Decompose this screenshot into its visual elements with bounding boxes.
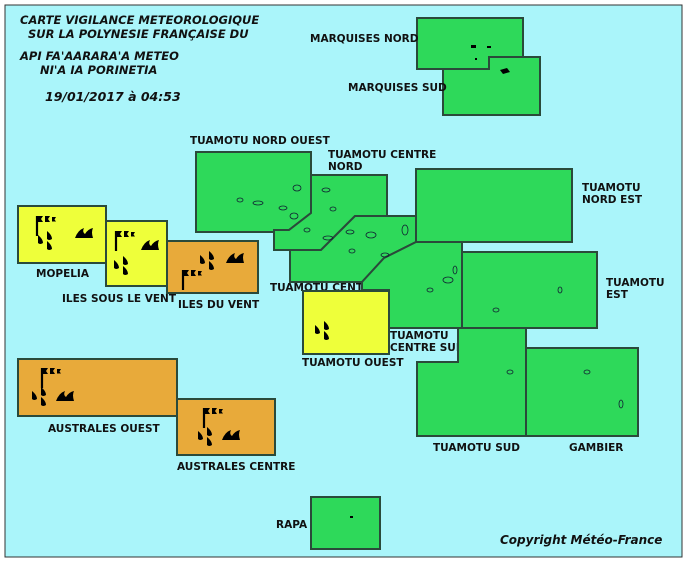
copyright-text: Copyright Météo-France [500, 533, 662, 547]
title-line-1: CARTE VIGILANCE METEOROLOGIQUE [20, 13, 259, 27]
label-iles-du-vent: ILES DU VENT [178, 299, 260, 311]
title-line-4: NI'A IA PORINETIA [40, 63, 157, 77]
label-tuamotu-est-2: EST [606, 289, 629, 301]
zone-tuamotu-est[interactable]: TUAMOTU EST [461, 251, 665, 329]
label-tuamotu-est-1: TUAMOTU [606, 277, 665, 289]
zone-australes-ouest[interactable]: AUSTRALES OUEST [17, 358, 178, 435]
zone-rapa[interactable]: RAPA [276, 496, 381, 550]
label-tuamotu-nord-est-2: NORD EST [582, 194, 643, 206]
label-mopelia: MOPELIA [36, 268, 90, 280]
zone-tuamotu-centre-nord[interactable]: TUAMOTU CENTRE NORD [273, 149, 436, 251]
title-line-3: API FA'AARARA'A METEO [19, 49, 179, 63]
zone-tuamotu-nord-ouest[interactable]: TUAMOTU NORD OUEST [190, 135, 331, 233]
label-gambier: GAMBIER [569, 442, 623, 454]
label-australes-ouest: AUSTRALES OUEST [48, 423, 161, 435]
label-tuamotu-centre-nord-2: NORD [328, 161, 363, 173]
map-header: CARTE VIGILANCE METEOROLOGIQUE SUR LA PO… [19, 13, 259, 104]
label-tuamotu-ouest: TUAMOTU OUEST [302, 357, 404, 369]
zone-gambier[interactable]: GAMBIER [525, 347, 639, 454]
label-rapa: RAPA [276, 519, 308, 531]
label-iles-sous-le-vent: ILES SOUS LE VENT [62, 293, 177, 305]
bulletin-date: 19/01/2017 à 04:53 [45, 89, 181, 104]
label-tuamotu-centre-sud-1: TUAMOTU [390, 330, 449, 342]
marquises-islands [471, 45, 510, 74]
label-marquises-nord: MARQUISES NORD [310, 33, 419, 45]
label-tuamotu-centre-nord-1: TUAMOTU CENTRE [328, 149, 436, 161]
zone-tuamotu-sud[interactable]: TUAMOTU SUD [416, 327, 527, 454]
label-tuamotu-nord-ouest: TUAMOTU NORD OUEST [190, 135, 331, 147]
label-tuamotu-centre-sud-2: CENTRE SUD [390, 342, 465, 354]
tuamotu-atolls [236, 184, 624, 409]
zone-tuamotu-ouest[interactable]: TUAMOTU OUEST [302, 290, 404, 369]
label-marquises-sud: MARQUISES SUD [348, 82, 447, 94]
label-tuamotu-sud: TUAMOTU SUD [433, 442, 520, 454]
zone-iles-sous-le-vent[interactable]: ILES SOUS LE VENT [62, 220, 177, 305]
zone-iles-du-vent[interactable]: ILES DU VENT [166, 240, 260, 311]
zone-marquises-sud[interactable]: MARQUISES SUD [348, 56, 541, 116]
title-line-2: SUR LA POLYNESIE FRANÇAISE DU [28, 27, 249, 41]
zone-australes-centre[interactable]: AUSTRALES CENTRE [176, 398, 295, 473]
zone-tuamotu-nord-est[interactable]: TUAMOTU NORD EST [415, 168, 643, 243]
label-tuamotu-nord-est-1: TUAMOTU [582, 182, 641, 194]
label-australes-centre: AUSTRALES CENTRE [177, 461, 295, 473]
